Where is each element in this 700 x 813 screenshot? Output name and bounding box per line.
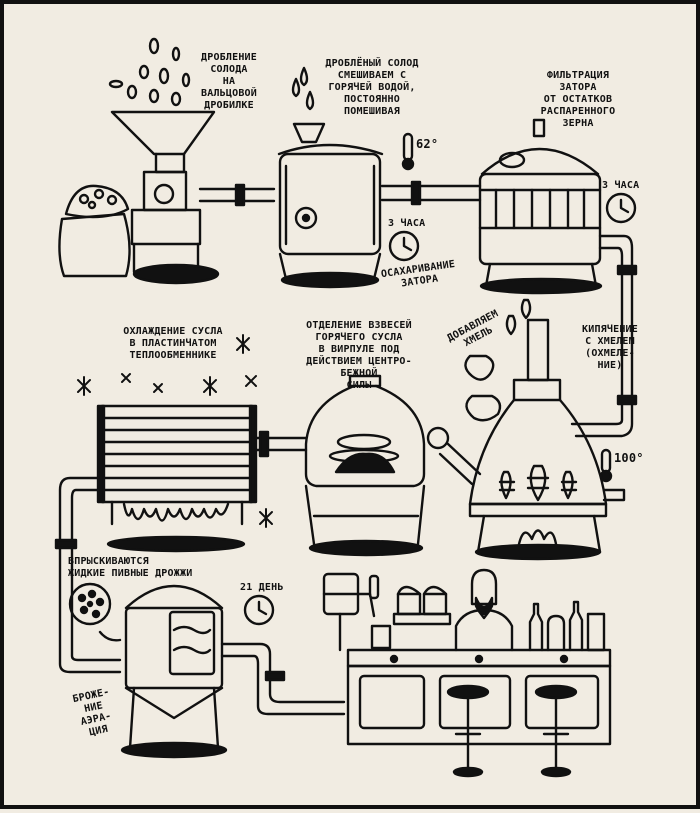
boil-kettle-icon: [468, 318, 608, 561]
pipe-coupling: [234, 183, 246, 207]
pipe-coupling: [616, 394, 638, 406]
filtration-label: Фильтрация затора от остатков распаренно…: [540, 70, 616, 129]
milling-label: Дробление солода на вальцовой дробилке: [201, 52, 257, 111]
whirlpool-tank-icon: [304, 374, 426, 557]
whirlpool-label: Отделение взвесей горячего сусла в вирпу…: [306, 320, 412, 391]
bar-counter-icon: [346, 648, 612, 746]
beer-tap-icon: [322, 572, 392, 652]
mash-tun-icon: [277, 122, 384, 289]
cooling-label: Охлаждение сусла в пластинчатом теплообм…: [123, 326, 223, 361]
clock-icon: [605, 192, 637, 224]
boil-temperature: 100°: [614, 451, 644, 465]
lauter-tun-icon: [478, 118, 603, 295]
fermentation-time: 21 день: [240, 582, 284, 593]
beer-mug-icon: [392, 585, 452, 626]
bar-stool-icon: [446, 684, 578, 778]
mash-time: 3 часа: [388, 218, 426, 229]
bartender-icon: [454, 568, 514, 652]
pipe-coupling: [258, 430, 270, 458]
fermentation-tank-icon: [120, 584, 228, 759]
yeast-label: Впрыскиваются жидкие пивные дрожжи: [68, 556, 193, 579]
mashing-label: Дроблёный солод смешиваем с горячей водо…: [325, 58, 419, 117]
snowflake-icon: [77, 334, 273, 528]
grain-sack-icon: [58, 184, 131, 278]
pipe-coupling: [264, 670, 286, 682]
water-drops-icon: [291, 66, 315, 111]
diagram-drawing: [54, 37, 638, 778]
filtration-time: 3 часа: [602, 180, 640, 191]
fermentation-label: Броже- ние Аэра- ция: [71, 686, 113, 739]
thermometer-icon: [599, 448, 613, 483]
mash-temperature: 62°: [416, 137, 439, 151]
clock-icon: [243, 594, 275, 626]
pipe: [570, 234, 634, 438]
roller-mill-icon: [110, 110, 220, 285]
yeast-culture-icon: [68, 582, 112, 626]
pipe: [380, 184, 482, 202]
valve-icon: [602, 488, 626, 502]
bottles-icon: [528, 600, 606, 652]
clock-icon: [388, 230, 420, 262]
boiling-label: Кипячение с хмелем (охмеле- ние): [582, 324, 638, 371]
hops-icon: [464, 298, 532, 422]
pipe: [58, 476, 122, 674]
heat-exchanger-icon: [96, 404, 258, 553]
malt-grains-icon: [108, 37, 191, 107]
arrow-icon: [98, 630, 122, 642]
hop-cone-icon: [498, 464, 578, 502]
pipe-coupling: [54, 538, 78, 550]
thermometer-icon: [401, 132, 415, 171]
pipe-coupling: [616, 264, 638, 276]
pipe-coupling: [410, 180, 422, 206]
pump-icon: [426, 426, 450, 450]
pipe: [438, 442, 482, 486]
